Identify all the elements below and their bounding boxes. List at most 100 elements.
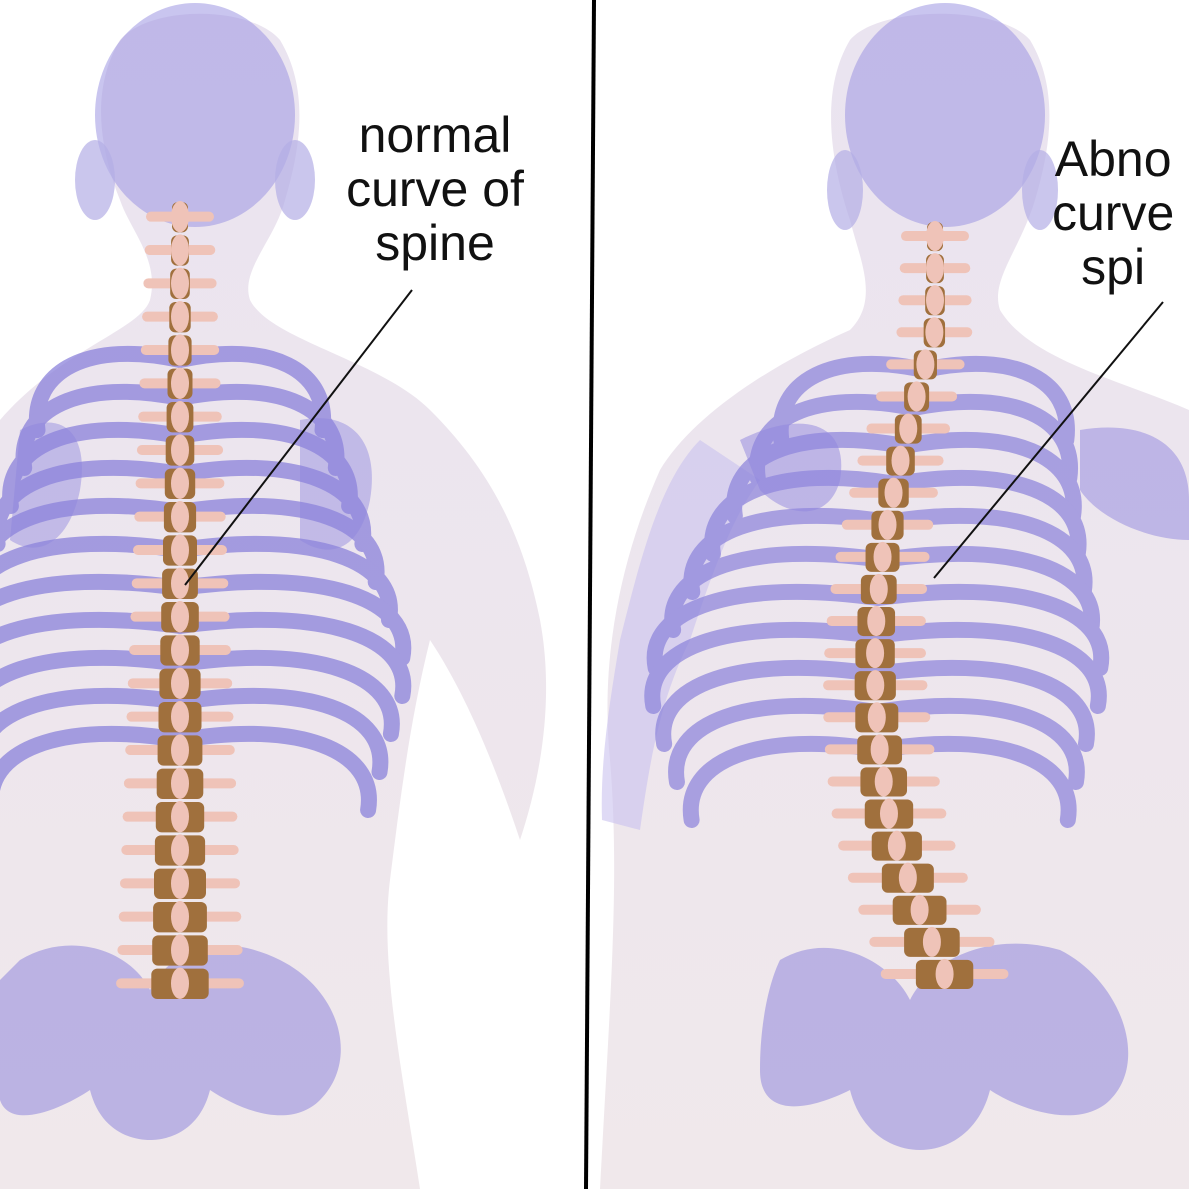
right-spinous-process xyxy=(891,445,910,476)
right-spinous-process xyxy=(867,702,886,733)
panel-divider xyxy=(584,0,596,1189)
left-rib-right xyxy=(172,497,385,590)
right-figure xyxy=(600,3,1189,1189)
right-spinous-process xyxy=(884,477,903,508)
normal-spine-label-line-3: spine xyxy=(375,215,495,271)
right-shoulder-blade-left xyxy=(740,423,842,512)
right-ribcage xyxy=(644,355,1110,828)
right-rib-left xyxy=(668,697,885,790)
left-spinous-process xyxy=(171,934,189,966)
right-spinous-process xyxy=(925,317,944,348)
left-spinous-process xyxy=(171,601,189,633)
right-rib-right xyxy=(867,621,1107,714)
abnormal-spine-label: Abno curve spi xyxy=(1052,132,1174,294)
left-spinous-process xyxy=(171,701,189,733)
right-spinous-process xyxy=(907,381,926,412)
right-rib-left xyxy=(644,621,884,714)
right-spinous-process xyxy=(926,285,944,316)
left-rib-right xyxy=(172,383,345,476)
left-rib-right xyxy=(172,649,400,742)
right-spinous-process xyxy=(926,221,944,252)
left-spinous-process xyxy=(171,901,189,933)
left-figure xyxy=(0,3,547,1189)
right-leader-line xyxy=(933,301,1164,579)
left-spinous-process xyxy=(171,401,189,433)
right-spinous-process xyxy=(878,509,897,540)
right-rib-right xyxy=(868,697,1085,790)
right-rib-right xyxy=(887,469,1087,562)
left-rib-left xyxy=(0,725,188,792)
right-spinous-process xyxy=(899,413,918,444)
left-rib-right xyxy=(172,573,412,666)
right-spinous-process xyxy=(873,541,892,572)
left-spinous-process xyxy=(171,534,189,566)
right-rib-right xyxy=(895,431,1082,524)
left-rib-left xyxy=(0,649,188,688)
left-rib-right xyxy=(172,687,389,780)
right-rib-right xyxy=(879,507,1093,600)
right-spinous-process xyxy=(870,734,889,765)
left-spinous-process xyxy=(171,767,189,799)
left-ear-left xyxy=(75,140,115,220)
left-spinous-process xyxy=(171,501,189,533)
left-spinous-process xyxy=(171,967,189,999)
right-rib-left xyxy=(655,659,884,752)
right-spinous-process xyxy=(874,766,893,797)
right-spinous-process xyxy=(910,894,929,925)
right-rib-right xyxy=(869,583,1110,676)
left-rib-right xyxy=(172,459,372,552)
left-shoulder-blade-left xyxy=(10,422,82,548)
left-leader-line xyxy=(184,289,413,586)
left-rib-right xyxy=(172,421,358,514)
left-spinous-process xyxy=(171,301,189,333)
right-shoulder-blade-right xyxy=(1080,427,1189,540)
left-skull xyxy=(95,3,295,227)
left-rib-right xyxy=(172,535,398,628)
left-spinous-process xyxy=(171,634,189,666)
right-rib-left xyxy=(683,507,896,600)
normal-spine-label-line-2: curve of xyxy=(346,161,524,217)
left-spinous-process xyxy=(171,267,189,300)
left-body-silhouette xyxy=(0,13,547,1189)
right-rib-right xyxy=(905,393,1079,486)
left-spinous-process xyxy=(171,234,189,266)
left-rib-left xyxy=(0,497,188,548)
right-rib-right xyxy=(867,659,1095,752)
right-spinous-process xyxy=(935,958,954,989)
left-rib-left xyxy=(0,687,188,734)
right-rib-right xyxy=(874,545,1101,638)
left-spinous-process xyxy=(171,201,189,233)
left-rib-left xyxy=(2,421,188,514)
left-rib-right xyxy=(172,725,377,818)
abnormal-spine-label-line-3: spi xyxy=(1081,239,1146,295)
left-rib-left xyxy=(0,611,188,645)
left-spinous-process xyxy=(171,334,189,366)
left-rib-left xyxy=(0,535,188,575)
left-ribcage xyxy=(0,345,412,818)
abnormal-spine-label-line-1: Abno xyxy=(1054,131,1172,187)
normal-spine-label: normal curve of spine xyxy=(330,108,540,270)
left-spine xyxy=(116,201,244,999)
left-spinous-process xyxy=(171,367,189,400)
right-spine xyxy=(823,221,1009,989)
normal-spine-label-line-1: normal xyxy=(358,107,512,163)
left-rib-left xyxy=(15,383,188,476)
left-spinous-process xyxy=(171,567,189,599)
right-spinous-process xyxy=(916,349,935,380)
right-spinous-process xyxy=(866,638,885,669)
right-spinous-process xyxy=(867,606,886,637)
left-shoulder-blade-right xyxy=(300,418,372,550)
right-pelvis xyxy=(760,943,1129,1150)
left-spinous-process xyxy=(171,434,189,466)
right-spinous-process xyxy=(887,830,906,861)
left-pelvis xyxy=(0,945,341,1140)
left-spinous-process xyxy=(171,801,189,833)
abnormal-spine-label-line-2: curve xyxy=(1052,185,1175,241)
left-rib-right xyxy=(172,611,412,704)
left-spinous-process xyxy=(171,467,189,500)
right-skull xyxy=(845,3,1045,227)
right-spinous-process xyxy=(898,862,917,893)
left-spinous-process xyxy=(171,867,189,899)
